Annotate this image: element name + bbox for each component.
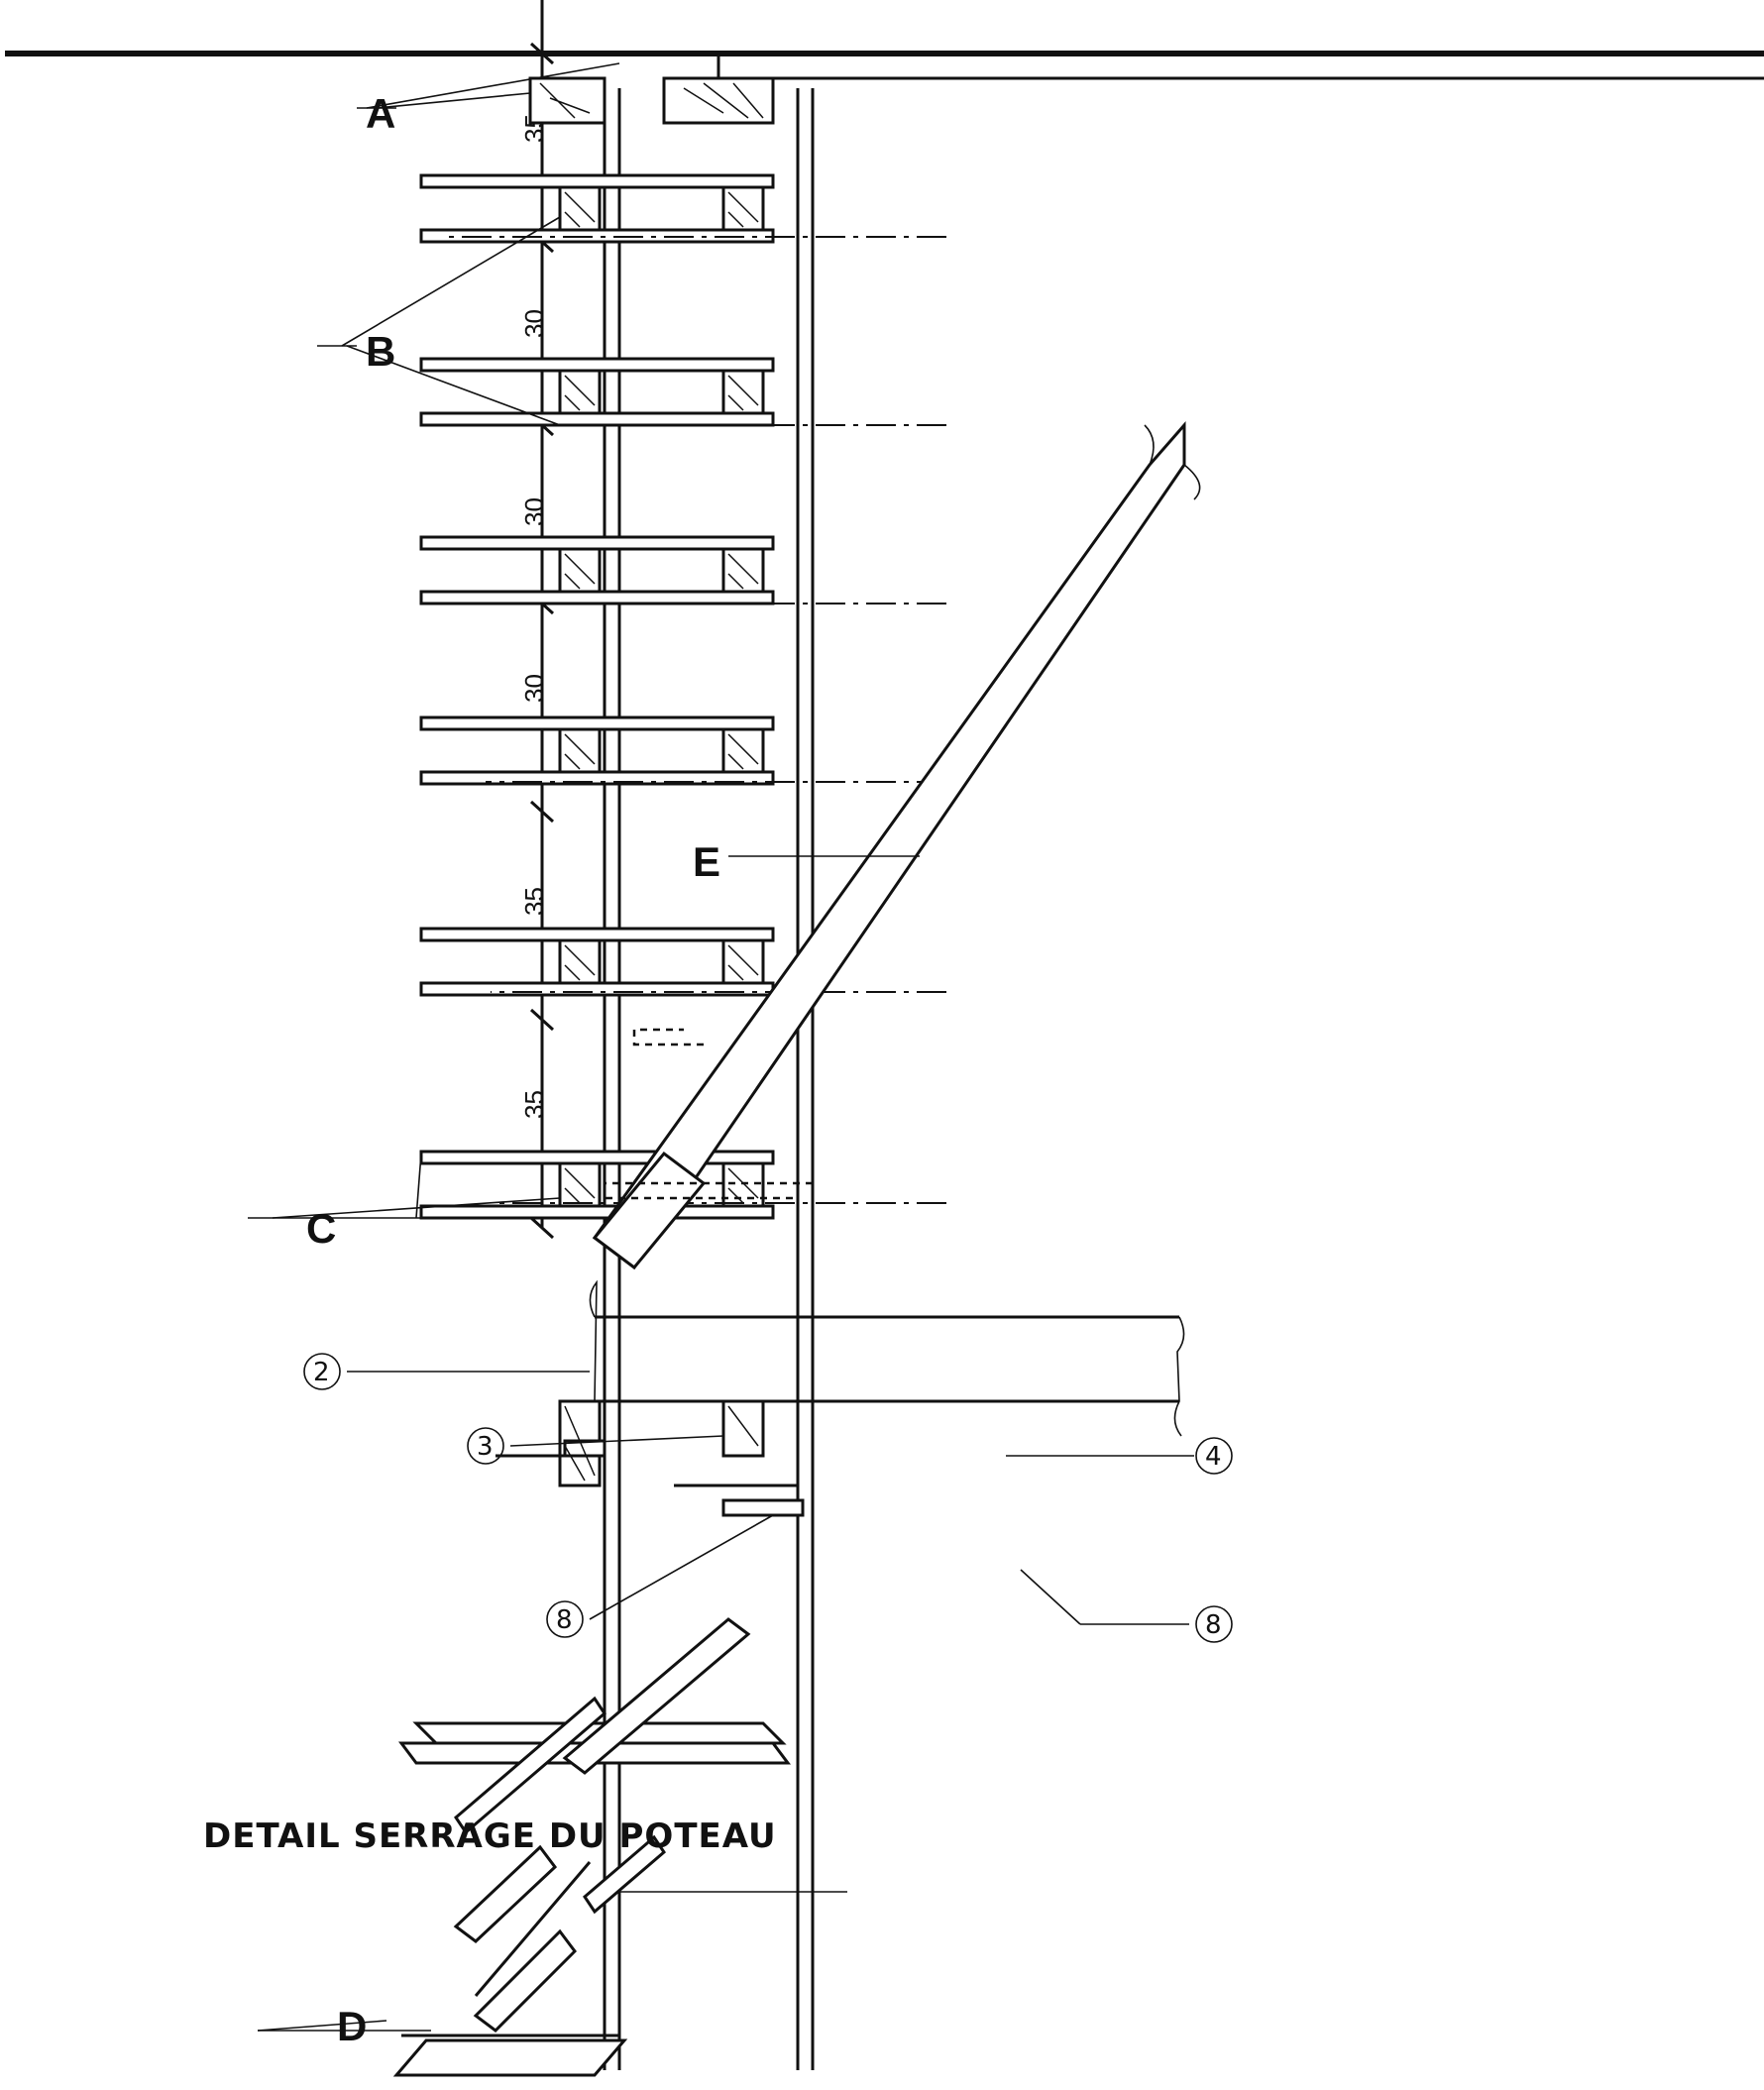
clamp-detail	[392, 1617, 847, 2077]
dimension-label: 35	[519, 1090, 549, 1119]
callout-8-left-text: 8	[556, 1605, 573, 1635]
callout-3: 3	[467, 1427, 724, 1465]
yoke-level	[419, 173, 946, 244]
label-c: C	[248, 1153, 561, 1252]
label-a-text: A	[366, 90, 395, 137]
yoke-level	[419, 927, 946, 997]
callout-2: 2	[303, 1353, 590, 1390]
label-d-text: D	[337, 2003, 367, 2049]
dimension-label: 35	[519, 887, 549, 916]
yoke-level	[419, 535, 946, 605]
label-d: D	[257, 2003, 431, 2049]
dimension-label: 30	[519, 674, 549, 703]
callout-8-right: 8	[1020, 1569, 1233, 1643]
diagonal-prop	[592, 421, 1201, 1270]
drawing-content: 35 30 30 30 35 35	[5, 0, 1764, 2077]
label-a: A	[357, 62, 620, 137]
drawing-title: DETAIL SERRAGE DU POTEAU	[203, 1816, 777, 1856]
top-header-blocks	[528, 76, 775, 125]
column-base-blocks	[496, 1399, 805, 1517]
label-e-text: E	[693, 838, 720, 885]
callout-3-text: 3	[477, 1432, 494, 1462]
callout-4-text: 4	[1205, 1442, 1222, 1472]
callout-8-left: 8	[546, 1514, 774, 1638]
dimension-label: 30	[519, 309, 549, 338]
column-formwork-walls	[603, 88, 815, 1981]
beam-section	[589, 1279, 1185, 1437]
callout-8-right-text: 8	[1205, 1610, 1222, 1640]
label-b: B	[317, 216, 561, 426]
label-b-text: B	[366, 328, 395, 375]
yoke-level	[419, 357, 946, 427]
callout-4: 4	[1006, 1437, 1233, 1475]
label-e: E	[693, 838, 920, 885]
callout-2-text: 2	[313, 1358, 330, 1387]
label-c-text: C	[306, 1205, 336, 1252]
yoke-level	[419, 715, 946, 786]
dimension-label: 30	[519, 497, 549, 526]
